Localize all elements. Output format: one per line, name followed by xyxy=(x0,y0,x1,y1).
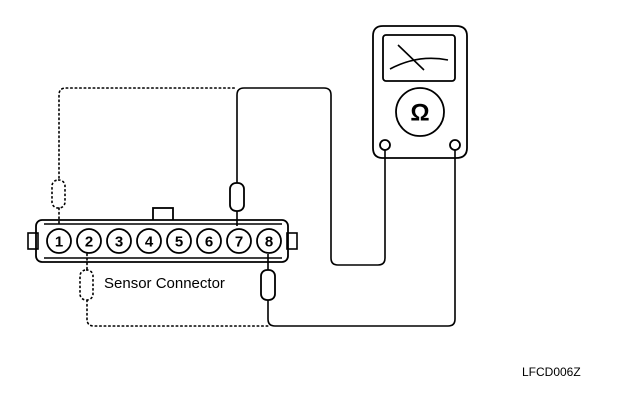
dotted-wire-pin1 xyxy=(58,87,238,179)
connector-pin-label-4: 4 xyxy=(145,234,154,251)
figure-code: LFCD006Z xyxy=(522,365,581,379)
connector-pin-1 xyxy=(46,228,72,254)
connector-pin-7 xyxy=(226,228,252,254)
connector-label: Sensor Connector xyxy=(104,275,225,292)
connector-tab-left xyxy=(27,232,39,250)
meter-terminal-left xyxy=(379,139,391,151)
ohmmeter: Ω xyxy=(372,25,468,159)
lead-wire-right xyxy=(267,150,456,327)
ohm-symbol: Ω xyxy=(410,100,429,127)
probe-pin2 xyxy=(79,269,94,301)
connector-pin-label-7: 7 xyxy=(235,234,243,251)
connector-tab-right xyxy=(286,232,298,250)
connector-pin-label-5: 5 xyxy=(175,234,183,251)
probe-pin8 xyxy=(260,269,276,301)
connector-pin-2 xyxy=(76,228,102,254)
probe-pin1 xyxy=(51,179,66,209)
connector-pin-6 xyxy=(196,228,222,254)
meter-needle xyxy=(397,44,425,71)
connector-pin-label-6: 6 xyxy=(205,234,213,251)
meter-terminal-right xyxy=(449,139,461,151)
connector-body xyxy=(35,219,289,263)
connector-pin-4 xyxy=(136,228,162,254)
connector-pin-3 xyxy=(106,228,132,254)
connector-pin-label-8: 8 xyxy=(265,234,273,251)
connector-pin-label-2: 2 xyxy=(85,234,93,251)
connector-pin-label-3: 3 xyxy=(115,234,123,251)
connector-pin-label-1: 1 xyxy=(55,234,63,251)
connector-pin-8 xyxy=(256,228,282,254)
connector-pin-5 xyxy=(166,228,192,254)
sensor-connector: 1 2 3 4 5 6 7 8 xyxy=(27,207,298,263)
ohm-dial-icon xyxy=(395,87,445,137)
lead-wire-left xyxy=(236,87,386,266)
dotted-wire-pin2 xyxy=(86,299,269,327)
probe-pin7 xyxy=(229,182,245,212)
